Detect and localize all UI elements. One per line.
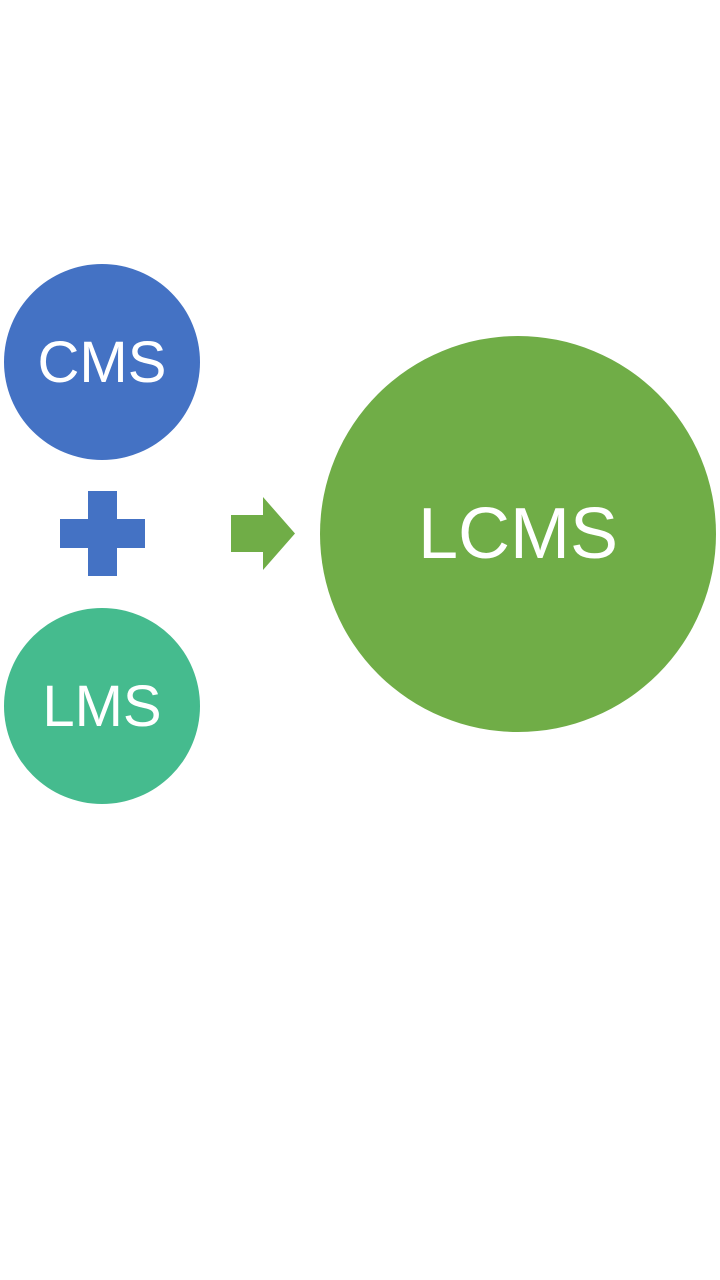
arrow-right-icon (231, 497, 295, 570)
lms-circle: LMS (4, 608, 200, 804)
plus-bar-vertical (88, 491, 117, 576)
cms-label: CMS (37, 329, 167, 395)
lcms-label: LCMS (417, 494, 619, 574)
plus-icon (60, 491, 145, 576)
lcms-circle: LCMS (320, 336, 716, 732)
cms-circle: CMS (4, 264, 200, 460)
lms-label: LMS (42, 673, 162, 739)
